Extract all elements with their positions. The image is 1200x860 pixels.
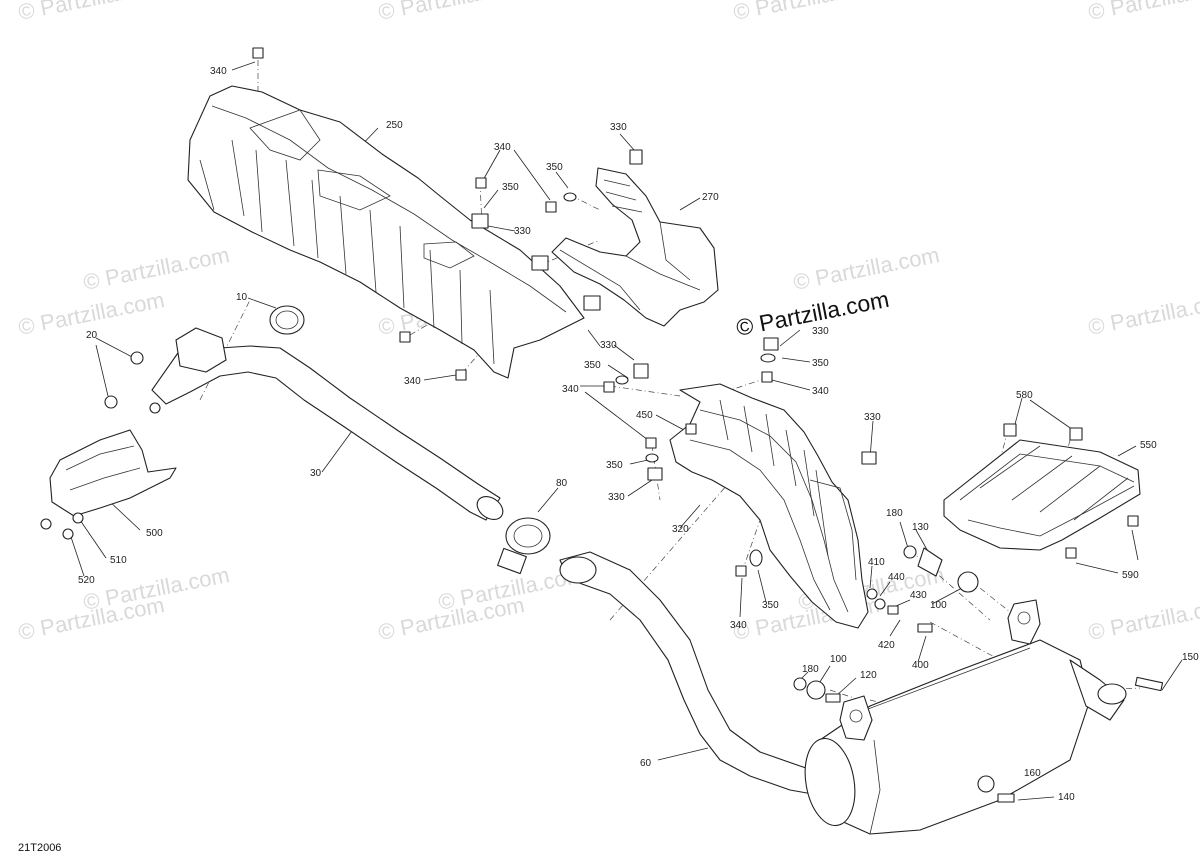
heat-shield-270 (551, 167, 719, 327)
watermark-text: © Partzilla.com (1086, 0, 1200, 25)
callout-340: 340 (812, 386, 829, 397)
diagram-code: 21T2006 (18, 842, 61, 854)
callout-130: 130 (912, 522, 929, 533)
callout-140: 140 (1058, 792, 1075, 803)
watermark-text: © Partzilla.com (81, 242, 231, 295)
callout-180: 180 (886, 508, 903, 519)
callout-100: 100 (930, 600, 947, 611)
muffler (804, 599, 1127, 835)
watermark-text: © Partzilla.com (1086, 592, 1200, 645)
callout-labels: 340 250 340 350 350 330 270 330 10 20 30 340 330 350 3… (78, 66, 1199, 803)
front-pipe-30 (151, 327, 504, 521)
callout-270: 270 (702, 192, 719, 203)
callout-30: 30 (310, 468, 322, 479)
watermark-text: © Partzilla.com (1086, 287, 1200, 340)
callout-440: 440 (888, 572, 905, 583)
callout-590: 590 (1122, 570, 1139, 581)
gasket-10 (269, 305, 305, 335)
callout-160: 160 (1024, 768, 1041, 779)
callout-350: 350 (584, 360, 601, 371)
callout-350: 350 (762, 600, 779, 611)
callout-330: 330 (600, 340, 617, 351)
watermark-text: © Partzilla.com (731, 0, 881, 25)
callout-330: 330 (864, 412, 881, 423)
callout-550: 550 (1140, 440, 1157, 451)
callout-20: 20 (86, 330, 98, 341)
callout-10: 10 (236, 292, 248, 303)
heat-shield-320 (669, 383, 869, 629)
callout-410: 410 (868, 557, 885, 568)
callout-330: 330 (608, 492, 625, 503)
callout-330: 330 (610, 122, 627, 133)
callout-580: 580 (1016, 390, 1033, 401)
callout-120: 120 (860, 670, 877, 681)
callout-350: 350 (606, 460, 623, 471)
callout-450: 450 (636, 410, 653, 421)
callout-340: 340 (730, 620, 747, 631)
callout-340: 340 (210, 66, 227, 77)
callout-350: 350 (502, 182, 519, 193)
callout-350: 350 (546, 162, 563, 173)
callout-420: 420 (878, 640, 895, 651)
callout-340: 340 (562, 384, 579, 395)
callout-250: 250 (386, 120, 403, 131)
callout-340: 340 (494, 142, 511, 153)
callout-430: 430 (910, 590, 927, 601)
heat-shield-550 (943, 439, 1141, 551)
callout-100: 100 (830, 654, 847, 665)
callout-180: 180 (802, 664, 819, 675)
callout-520: 520 (78, 575, 95, 586)
callout-330: 330 (514, 226, 531, 237)
watermark-text: © Partzilla.com (376, 0, 526, 25)
callout-400: 400 (912, 660, 929, 671)
watermark-text: © Partzilla.com (16, 0, 166, 25)
callout-60: 60 (640, 758, 652, 769)
mid-pipe-60 (559, 551, 831, 797)
callout-340: 340 (404, 376, 421, 387)
callout-500: 500 (146, 528, 163, 539)
callout-320: 320 (672, 524, 689, 535)
callout-80: 80 (556, 478, 568, 489)
callout-350: 350 (812, 358, 829, 369)
watermark-text: © Partzilla.com (791, 242, 941, 295)
clamp-80 (497, 517, 551, 575)
heat-shield-500 (49, 429, 177, 517)
callout-330: 330 (812, 326, 829, 337)
callout-150: 150 (1182, 652, 1199, 663)
hardware (40, 47, 1164, 803)
heat-shield-250 (187, 85, 585, 379)
callout-510: 510 (110, 555, 127, 566)
